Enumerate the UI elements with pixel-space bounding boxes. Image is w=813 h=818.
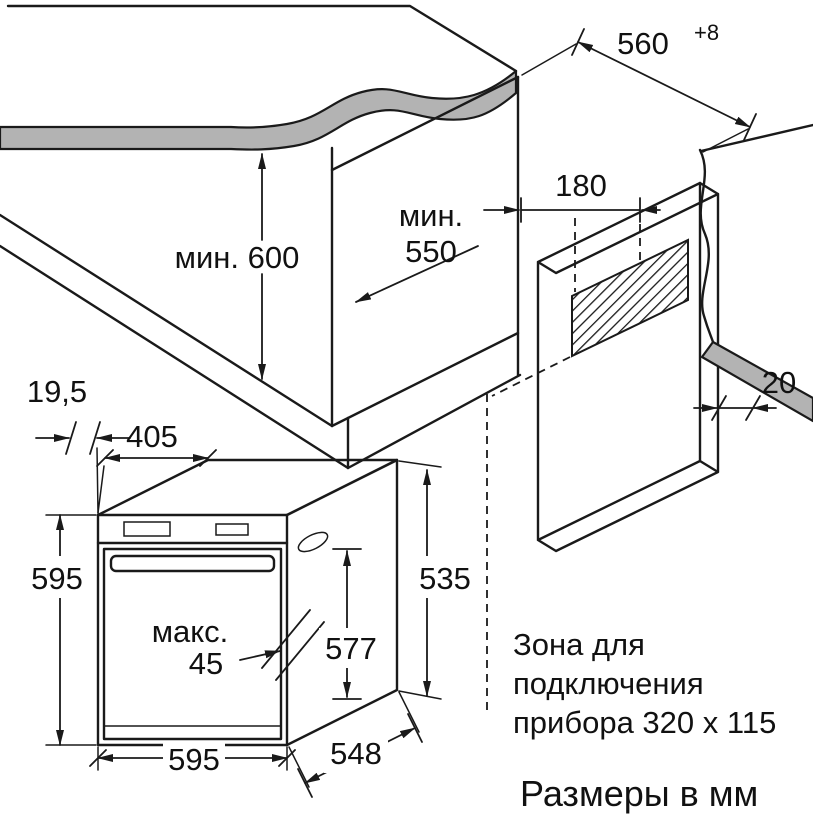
side-wall-panel [536,181,720,553]
niche-top-edge [330,75,520,172]
oven-side-grip [297,531,329,553]
dim-handle-value: 45 [189,646,223,681]
dim-oven-height: 595 [31,561,83,596]
notes: Зона для подключения прибора 320 x 115 Р… [513,627,776,814]
niche-plinth [346,373,522,470]
oven-drawing [96,458,399,747]
dim-rear-gap: 20 [762,365,796,400]
oven-control [215,523,249,536]
dim-door-height: 535 [419,561,471,596]
dim-handle-prefix: макс. [152,614,229,649]
countertop-right-edge-band [700,340,813,423]
countertop-right-top-edge [699,123,813,153]
dim-niche-depth-prefix: мин. [399,198,463,233]
dim-niche-width-tolerance: +8 [694,20,719,45]
niche-bottom-edge [330,331,520,428]
oven-top-face [96,458,399,517]
dimension-labels: 560 +8 180 мин. 550 мин. 600 20 19,5 405… [27,20,796,777]
dim-body-depth: 577 [325,631,377,666]
countertop-left-edge-band [0,69,518,151]
zone-offset-dashed [574,218,641,292]
oven-handle [109,554,276,573]
label-masks [26,556,479,778]
connection-zone-note-line3: прибора 320 x 115 [513,705,776,740]
kitchen-cabinet-drawing [0,4,813,714]
dim-niche-height: мин. 600 [175,240,300,275]
oven-display [123,521,171,537]
oven-right-face [285,458,399,747]
connection-zone-note-line1: Зона для [513,627,645,662]
connection-zone-hatched [571,238,689,358]
connection-zone-note-line2: подключения [513,666,704,701]
countertop-left-surface [6,4,518,73]
dim-niche-width: 560 [617,26,669,61]
units-note: Размеры в мм [520,773,758,814]
dim-niche-depth-value: 550 [405,234,457,269]
cabinet-floor-lines [0,213,350,470]
dim-oven-depth: 548 [330,736,382,771]
dim-oven-width: 595 [168,742,220,777]
zone-projection-dashed [491,356,571,397]
dim-top-depth: 405 [126,419,178,454]
dim-zone-offset: 180 [555,168,607,203]
countertop-right-torn-edge [698,148,715,344]
dim-front-overhang: 19,5 [27,374,87,409]
